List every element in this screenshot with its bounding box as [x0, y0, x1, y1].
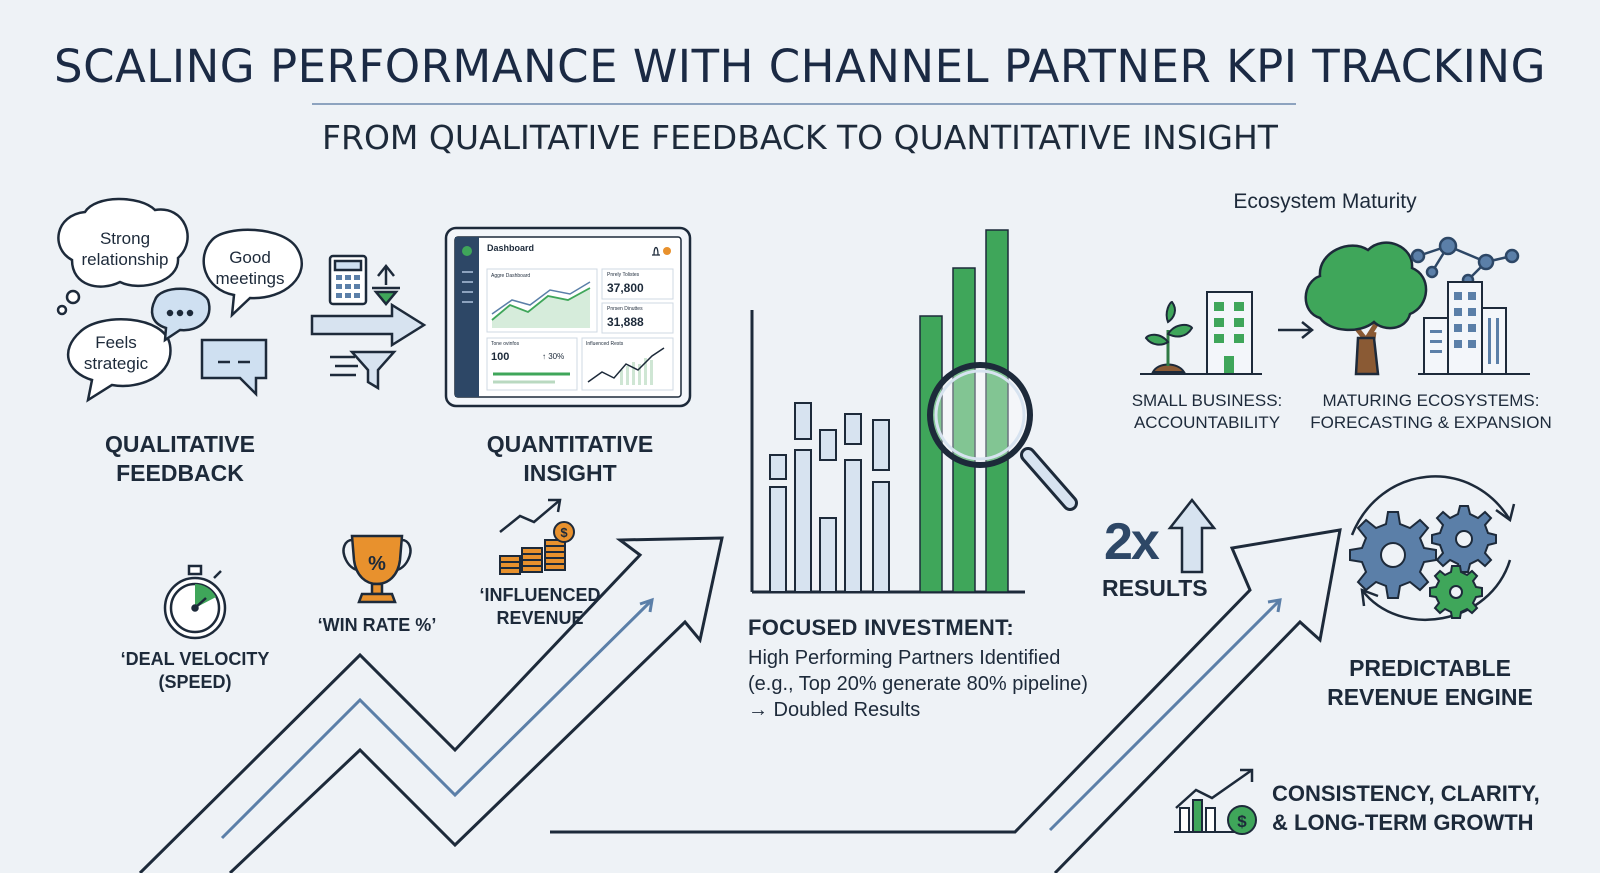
growth-chart-icon	[1174, 768, 1257, 835]
growth-arrow-left	[138, 536, 724, 873]
growth-arrow-left-inner	[220, 597, 654, 840]
ecosystem-small-business: SMALL BUSINESS: ACCOUNTABILITY	[1131, 391, 1283, 432]
dashboard-panel4-label: Influenced Rests	[586, 341, 624, 347]
dashboard-stat3-change: ↑ 30%	[542, 352, 565, 361]
growth-arrow-right	[550, 528, 1342, 873]
sort-arrows-icon	[372, 263, 400, 306]
gear-icon-small-green	[1429, 565, 1483, 619]
stopwatch-icon	[163, 564, 227, 640]
speech-bubble-good	[202, 228, 304, 319]
footer-tagline: CONSISTENCY, CLARITY, & LONG-TERM GROWTH	[1272, 781, 1540, 835]
ecosystem-maturing: MATURING ECOSYSTEMS: FORECASTING & EXPAN…	[1310, 391, 1552, 432]
dashboard-panel1-label: Aggre Dashboard	[491, 273, 531, 279]
investment-heading: FOCUSED INVESTMENT:	[748, 615, 1015, 640]
gear-icon-small-top	[1431, 505, 1497, 573]
maturity-arrow-icon	[1278, 321, 1315, 339]
title-divider	[312, 103, 1296, 105]
speech-bubble-strong	[56, 197, 189, 316]
coin-dollar-glyph: $	[560, 525, 568, 540]
qualitative-caption: QUALITATIVE FEEDBACK	[105, 431, 255, 486]
chat-icon-dots	[150, 287, 211, 343]
dashboard-stat1-value: 37,800	[607, 281, 644, 295]
investment-body: High Performing Partners Identified (e.g…	[748, 647, 1088, 721]
magnifier-icon	[927, 362, 1078, 511]
gear-icon-large	[1349, 511, 1437, 599]
quantitative-caption: QUANTITATIVE INSIGHT	[486, 431, 654, 486]
dashboard-title: Dashboard	[487, 243, 535, 253]
kpi-deal-velocity: ‘DEAL VELOCITY (SPEED)	[120, 649, 270, 692]
dashboard-tablet	[444, 226, 692, 408]
dashboard-stat3-label: Tone ovinfos	[491, 341, 520, 347]
bar-chart-illustration	[750, 229, 1025, 594]
page-subtitle: FROM QUALITATIVE FEEDBACK TO QUANTITATIV…	[322, 118, 1278, 157]
growth-arrow-right-inner	[1048, 598, 1282, 832]
results-multiplier: 2x	[1104, 513, 1160, 571]
bubble-feels-text: Feels strategic	[83, 333, 149, 373]
chat-icon-lines	[200, 338, 268, 398]
city-buildings-icon	[1418, 281, 1530, 375]
dashboard-stat2-label: Pnrsen Dinuttes	[607, 306, 643, 312]
tree-icon	[1304, 241, 1428, 376]
small-building-icon	[1140, 291, 1262, 375]
engine-label: PREDICTABLE REVENUE ENGINE	[1327, 655, 1533, 710]
dashboard-stat1-label: Pnrely Tolistes	[607, 272, 640, 278]
speech-bubble-feels	[66, 318, 172, 403]
bubble-strong-text: Strong relationship	[81, 229, 169, 269]
up-arrow-icon	[1167, 497, 1217, 574]
right-arrow-icon	[310, 302, 427, 348]
dashboard-stat3-value: 100	[491, 351, 510, 363]
kpi-influenced-revenue: ‘INFLUENCED REVENUE	[479, 585, 601, 628]
sprout-icon	[1144, 300, 1194, 373]
funnel-icon	[330, 350, 397, 391]
bubble-good-text: Good meetings	[215, 248, 285, 288]
dashboard-stat2-value: 31,888	[607, 315, 644, 329]
calculator-icon	[328, 254, 368, 306]
page-title: SCALING PERFORMANCE WITH CHANNEL PARTNER…	[54, 40, 1546, 93]
kpi-win-rate: ‘WIN RATE %’	[317, 615, 437, 635]
network-icon	[1410, 236, 1520, 287]
trophy-icon	[342, 534, 412, 604]
percent-glyph: %	[368, 553, 386, 575]
coins-growth-icon	[499, 498, 575, 575]
results-label: RESULTS	[1102, 575, 1208, 601]
ecosystem-title: Ecosystem Maturity	[1233, 190, 1417, 213]
engine-cycle-arrows	[1350, 475, 1516, 622]
dollar-glyph: $	[1237, 812, 1247, 831]
